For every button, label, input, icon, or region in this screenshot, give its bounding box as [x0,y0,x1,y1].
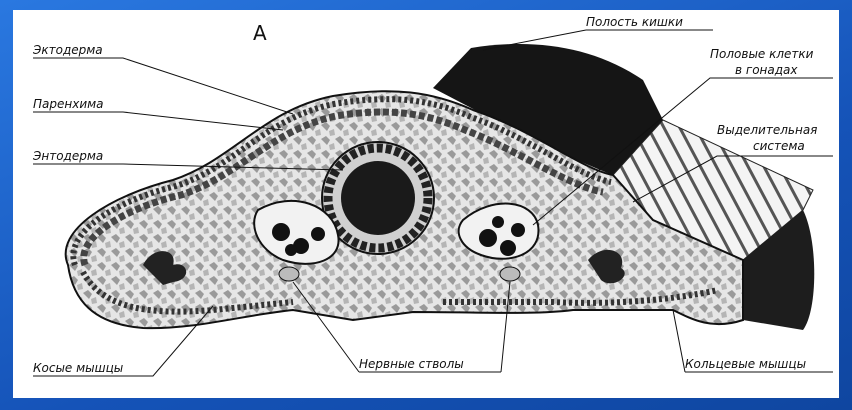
label-gonads-line2: в гонадах [735,63,798,77]
label-ectoderm: Эктодерма [32,43,103,57]
label-ring-muscles: Кольцевые мышцы [685,357,806,371]
label-nerve-trunks: Нервные стволы [359,357,464,371]
label-gonads-line1: Половые клетки [710,47,814,61]
figure-panel: А Эктодерма Паренхима Энтодерма Полость … [13,10,839,398]
label-excretory-line2: система [753,139,805,153]
label-parenchyma: Паренхима [33,97,104,111]
figure-letter: А [253,21,267,45]
label-endoderm: Энтодерма [32,149,103,163]
flatworm-cross-section-diagram: А Эктодерма Паренхима Энтодерма Полость … [13,10,839,398]
label-oblique-muscles: Косые мышцы [33,361,123,375]
label-gut-cavity: Полость кишки [586,15,683,29]
label-excretory-line1: Выделительная [717,123,817,137]
